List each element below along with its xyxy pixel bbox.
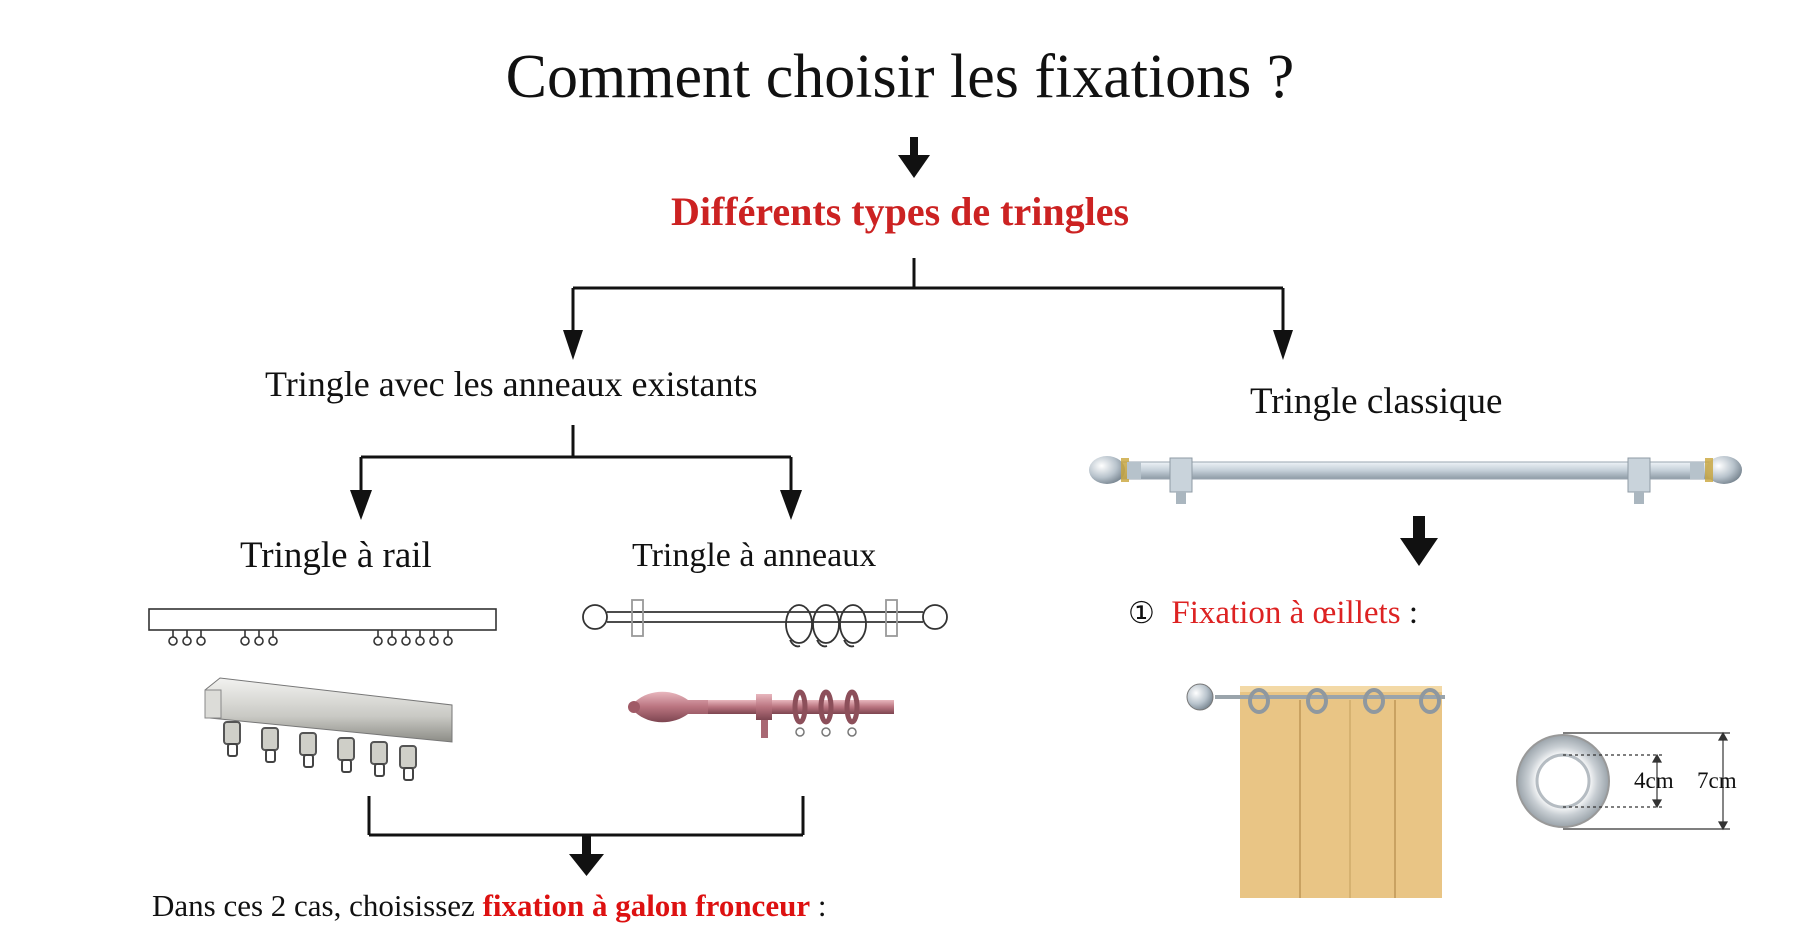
types-heading: Différents types de tringles <box>670 189 1130 234</box>
label-classic-rod: Tringle classique <box>1250 381 1503 422</box>
rings-rod-photo-icon <box>628 689 894 738</box>
arrow-title-down <box>898 137 930 178</box>
eyelet-option-suffix: : <box>1400 595 1418 631</box>
arrow-rings <box>780 490 802 520</box>
arrow-bottom-down <box>569 836 604 876</box>
arrow-classic-down <box>1400 516 1438 566</box>
eyelet-option: ① Fixation à œillets : <box>1128 595 1418 632</box>
conclusion-highlight: fixation à galon fronceur <box>482 888 811 923</box>
arrow-rail <box>350 490 372 520</box>
label-rings-rod: Tringle à anneaux <box>632 537 877 574</box>
page-title: Comment choisir les fixations ? <box>505 43 1295 111</box>
rings-rod-schematic-icon <box>582 599 948 648</box>
classic-rod-icon <box>1089 456 1742 504</box>
arrow-left-branch <box>563 330 583 360</box>
eyelet-curtain-icon <box>1186 683 1445 898</box>
conclusion-suffix: : <box>810 888 827 923</box>
rail-photo-icon <box>204 677 453 781</box>
eyelet-option-label: Fixation à œillets <box>1171 595 1401 631</box>
option-number: ① <box>1128 596 1155 631</box>
rail-schematic-icon <box>148 608 497 646</box>
conclusion-text: Dans ces 2 cas, choisissez fixation à ga… <box>152 888 826 924</box>
dimension-inner-label: 4cm <box>1634 768 1674 793</box>
arrow-right-branch <box>1273 330 1293 360</box>
connector-bottom-join <box>367 796 805 837</box>
conclusion-prefix: Dans ces 2 cas, choisissez <box>152 888 483 923</box>
dimension-lines <box>1563 731 1730 831</box>
label-rail-rod: Tringle à rail <box>240 535 432 576</box>
dimension-outer-label: 7cm <box>1697 768 1737 793</box>
connector-top-split <box>571 258 1285 345</box>
eyelet-ring-icon <box>1516 734 1610 828</box>
connector-left-split <box>359 425 793 500</box>
label-rings-existing: Tringle avec les anneaux existants <box>265 364 758 404</box>
